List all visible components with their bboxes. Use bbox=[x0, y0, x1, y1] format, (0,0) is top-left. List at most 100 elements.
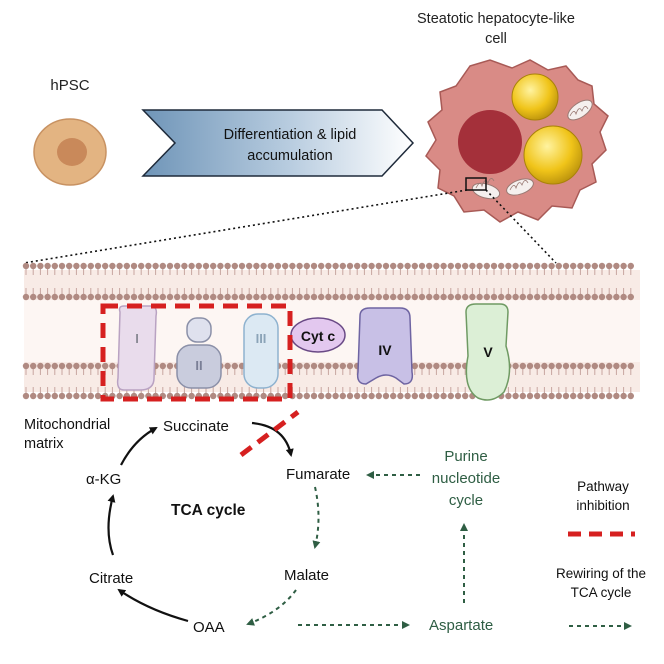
lipid-head bbox=[152, 293, 159, 301]
lipid-head bbox=[526, 362, 534, 370]
lipid-head bbox=[195, 262, 202, 270]
lipid-head bbox=[37, 293, 44, 301]
lipid-head bbox=[80, 392, 87, 400]
lipid-head bbox=[591, 362, 598, 370]
lipid-head bbox=[289, 293, 296, 301]
lipid-head bbox=[339, 293, 346, 301]
lipid-head bbox=[346, 293, 354, 301]
lipid-head bbox=[30, 392, 37, 400]
lipid-head bbox=[145, 262, 152, 270]
lipid-head bbox=[332, 392, 339, 400]
lipid-head bbox=[375, 293, 382, 301]
lipid-head bbox=[210, 262, 217, 270]
lipid-head bbox=[476, 262, 483, 270]
lipid-head bbox=[339, 392, 346, 400]
lipid-head bbox=[562, 293, 570, 301]
lipid-head bbox=[606, 392, 613, 400]
lipid-head bbox=[447, 293, 454, 301]
lipid-head bbox=[22, 293, 30, 301]
lipid-head bbox=[325, 362, 332, 370]
lipid-head bbox=[152, 262, 159, 270]
lipid-head bbox=[505, 293, 512, 301]
lipid-head bbox=[94, 262, 102, 270]
lipid-head bbox=[440, 262, 447, 270]
lipid-head bbox=[224, 362, 231, 370]
lipid-head bbox=[66, 362, 73, 370]
lipid-head bbox=[260, 293, 267, 301]
lipid-head bbox=[390, 293, 397, 301]
arrow-akg-succinate bbox=[120, 427, 158, 466]
lipid-head bbox=[217, 262, 224, 270]
lipid-head bbox=[296, 262, 303, 270]
lipid-head bbox=[375, 392, 382, 400]
lipid-head bbox=[224, 293, 231, 301]
lipid-head bbox=[346, 392, 354, 400]
matrix-label-line1: Mitochondrial bbox=[24, 417, 110, 433]
lipid-head bbox=[224, 262, 231, 270]
process-label-line2: accumulation bbox=[247, 148, 332, 164]
lipid-head bbox=[447, 392, 454, 400]
lipid-head bbox=[202, 262, 210, 270]
lipid-head bbox=[30, 262, 37, 270]
lipid-head bbox=[325, 392, 332, 400]
lipid-head bbox=[318, 362, 325, 370]
lipid-head bbox=[188, 262, 195, 270]
hpsc-label: hPSC bbox=[50, 77, 89, 94]
lipid-head bbox=[469, 262, 476, 270]
matrix-label-line2: matrix bbox=[24, 436, 64, 452]
lipid-head bbox=[296, 293, 303, 301]
lipid-head bbox=[73, 293, 80, 301]
lipid-head bbox=[534, 293, 541, 301]
lipid-head bbox=[627, 262, 634, 270]
lipid-head bbox=[462, 293, 469, 301]
lipid-head bbox=[404, 392, 411, 400]
lipid-head bbox=[469, 293, 476, 301]
lipid-head bbox=[526, 392, 534, 400]
lipid-head bbox=[562, 262, 570, 270]
mitochondria-icon bbox=[471, 99, 593, 200]
lipid-head bbox=[109, 293, 116, 301]
lipid-head bbox=[80, 362, 87, 370]
lipid-head bbox=[195, 293, 202, 301]
lipid-head bbox=[318, 392, 325, 400]
lipid-head bbox=[174, 262, 181, 270]
lipid-head bbox=[411, 362, 418, 370]
lipid-head bbox=[598, 293, 606, 301]
lipid-head bbox=[620, 392, 627, 400]
lipid-head bbox=[346, 262, 354, 270]
lipid-head bbox=[310, 293, 318, 301]
lipid-head bbox=[548, 362, 555, 370]
lipid-head bbox=[440, 392, 447, 400]
lipid-head bbox=[433, 362, 440, 370]
legend-rewiring-line2: TCA cycle bbox=[571, 585, 632, 600]
lipid-head bbox=[73, 262, 80, 270]
lipid-head bbox=[66, 262, 73, 270]
rewiring-arrows bbox=[246, 471, 468, 629]
lipid-head bbox=[94, 362, 102, 370]
lipid-head bbox=[80, 293, 87, 301]
lipid-head bbox=[282, 362, 289, 370]
lipid-head bbox=[282, 262, 289, 270]
lipid-head bbox=[454, 392, 462, 400]
lipid-head bbox=[138, 392, 145, 400]
lipid-head bbox=[404, 293, 411, 301]
lipid-head bbox=[570, 293, 577, 301]
lipid-head bbox=[102, 262, 109, 270]
lipid-head bbox=[512, 293, 519, 301]
lipid-head bbox=[66, 293, 73, 301]
lipid-head bbox=[94, 293, 102, 301]
lipid-head bbox=[368, 293, 375, 301]
lipid-head bbox=[519, 262, 526, 270]
lipid-head bbox=[289, 262, 296, 270]
lipid-head bbox=[505, 392, 512, 400]
lipid-head bbox=[159, 262, 166, 270]
lipid-head bbox=[584, 262, 591, 270]
lipid-head bbox=[613, 362, 620, 370]
lipid-head bbox=[116, 262, 123, 270]
lipid-head bbox=[44, 262, 51, 270]
lipid-head bbox=[296, 392, 303, 400]
lipid-head bbox=[490, 262, 498, 270]
lipid-head bbox=[577, 392, 584, 400]
lipid-head bbox=[390, 262, 397, 270]
lipid-head bbox=[534, 362, 541, 370]
